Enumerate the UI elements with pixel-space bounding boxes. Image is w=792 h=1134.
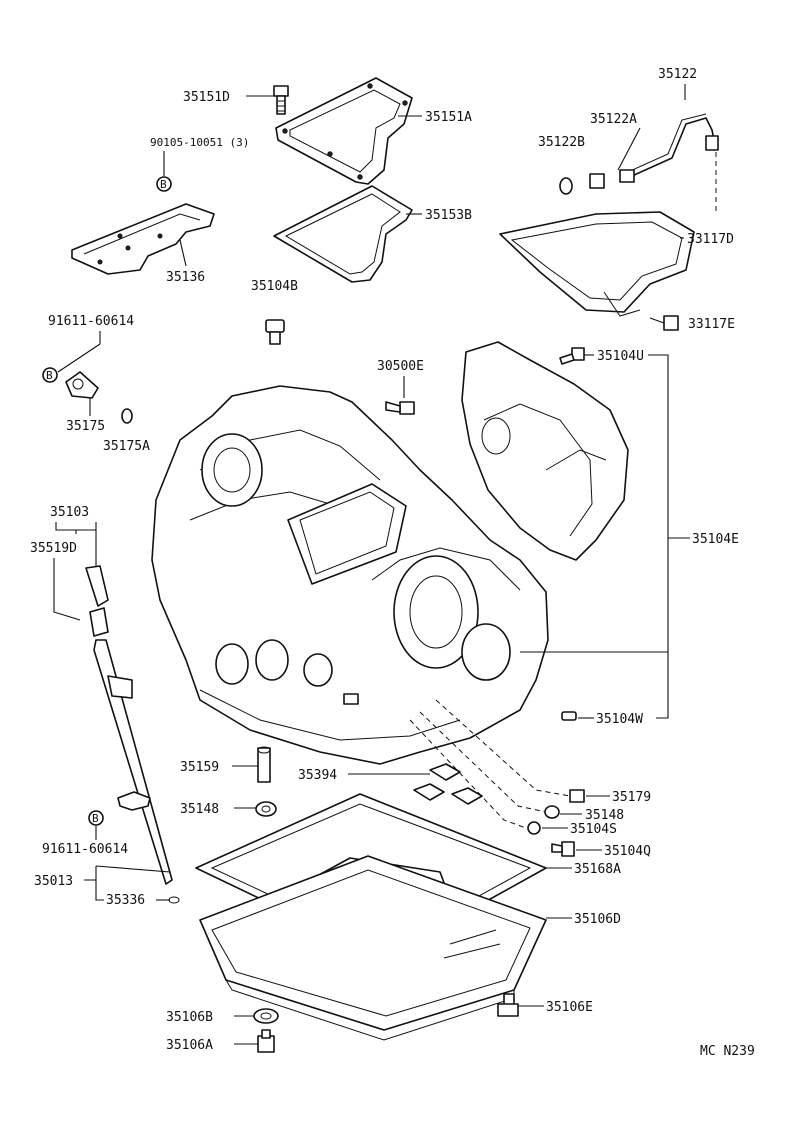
clamp-35013 <box>117 791 151 811</box>
label-35104E: 35104E <box>692 532 739 547</box>
sensor-35175 <box>65 371 99 399</box>
label-35151D: 35151D <box>183 90 230 105</box>
label-35106D: 35106D <box>574 912 621 927</box>
label-35106A: 35106A <box>166 1038 213 1053</box>
label-35179: 35179 <box>612 790 651 805</box>
bolt-35151D <box>273 85 289 115</box>
label-35151A: 35151A <box>425 110 472 125</box>
pipe-35122 <box>619 113 719 183</box>
label-33117D: 33117D <box>687 232 734 247</box>
bolt-30500E <box>385 401 415 415</box>
bolt-35104B <box>265 319 285 345</box>
label-35336: 35336 <box>106 893 145 908</box>
washer-35106B <box>253 1008 279 1024</box>
tube-35159 <box>257 746 271 783</box>
label-35153B: 35153B <box>425 208 472 223</box>
label-35104U: 35104U <box>597 349 644 364</box>
label-35159: 35159 <box>180 760 219 775</box>
ring-35148 <box>255 801 277 817</box>
label-35148-a: 35148 <box>180 802 219 817</box>
diagram-code: MC N239 <box>700 1044 755 1059</box>
label-35104W: 35104W <box>596 712 643 727</box>
ref-b-1: B <box>160 178 167 191</box>
o-ring-35104S <box>527 821 541 835</box>
label-35175: 35175 <box>66 419 105 434</box>
magnets-35394 <box>413 763 483 805</box>
valve-body-cover <box>275 77 413 185</box>
ring-35148-b <box>544 805 560 819</box>
transaxle-case <box>151 385 549 765</box>
label-35013: 35013 <box>34 874 73 889</box>
plug-35179 <box>569 789 585 803</box>
bolt-35104Q <box>551 841 575 857</box>
dipstick-35103 <box>85 565 173 885</box>
label-35104S: 35104S <box>570 822 617 837</box>
bolt-35106E <box>497 993 519 1017</box>
label-35519D: 35519D <box>30 541 77 556</box>
label-35104B: 35104B <box>251 279 298 294</box>
shield-33117D <box>499 211 695 317</box>
bolt-35104U <box>559 347 585 365</box>
ref-b-3: B <box>92 812 99 825</box>
label-35394: 35394 <box>298 768 337 783</box>
o-ring-35122B <box>559 177 573 195</box>
pin-35104W <box>561 711 577 721</box>
label-35103: 35103 <box>50 505 89 520</box>
side-case-cover <box>461 341 629 561</box>
gasket-35153B <box>273 185 413 283</box>
label-35136: 35136 <box>166 270 205 285</box>
label-35122A: 35122A <box>590 112 637 127</box>
ref-b-icon <box>88 810 104 826</box>
label-35168A: 35168A <box>574 862 621 877</box>
label-91611-a: 91611-60614 <box>48 314 134 329</box>
ref-b-2: B <box>46 369 53 382</box>
label-33117E: 33117E <box>688 317 735 332</box>
ref-b-icon <box>156 176 172 192</box>
label-35122B: 35122B <box>538 135 585 150</box>
clip-35336 <box>168 896 180 904</box>
drain-plug-35106A <box>257 1029 275 1053</box>
label-30500E: 30500E <box>377 359 424 374</box>
label-35148-b: 35148 <box>585 808 624 823</box>
label-90105: 90105-10051 (3) <box>150 136 249 149</box>
label-35104Q: 35104Q <box>604 844 651 859</box>
label-91611-b: 91611-60614 <box>42 842 128 857</box>
bolt-33117E <box>649 315 679 331</box>
o-ring-35175A <box>121 408 133 424</box>
union-35122A <box>589 173 605 189</box>
ref-b-icon <box>42 367 58 383</box>
label-35122: 35122 <box>658 67 697 82</box>
plate-35136 <box>71 203 215 275</box>
label-35106E: 35106E <box>546 1000 593 1015</box>
label-35106B: 35106B <box>166 1010 213 1025</box>
label-35175A: 35175A <box>103 439 150 454</box>
